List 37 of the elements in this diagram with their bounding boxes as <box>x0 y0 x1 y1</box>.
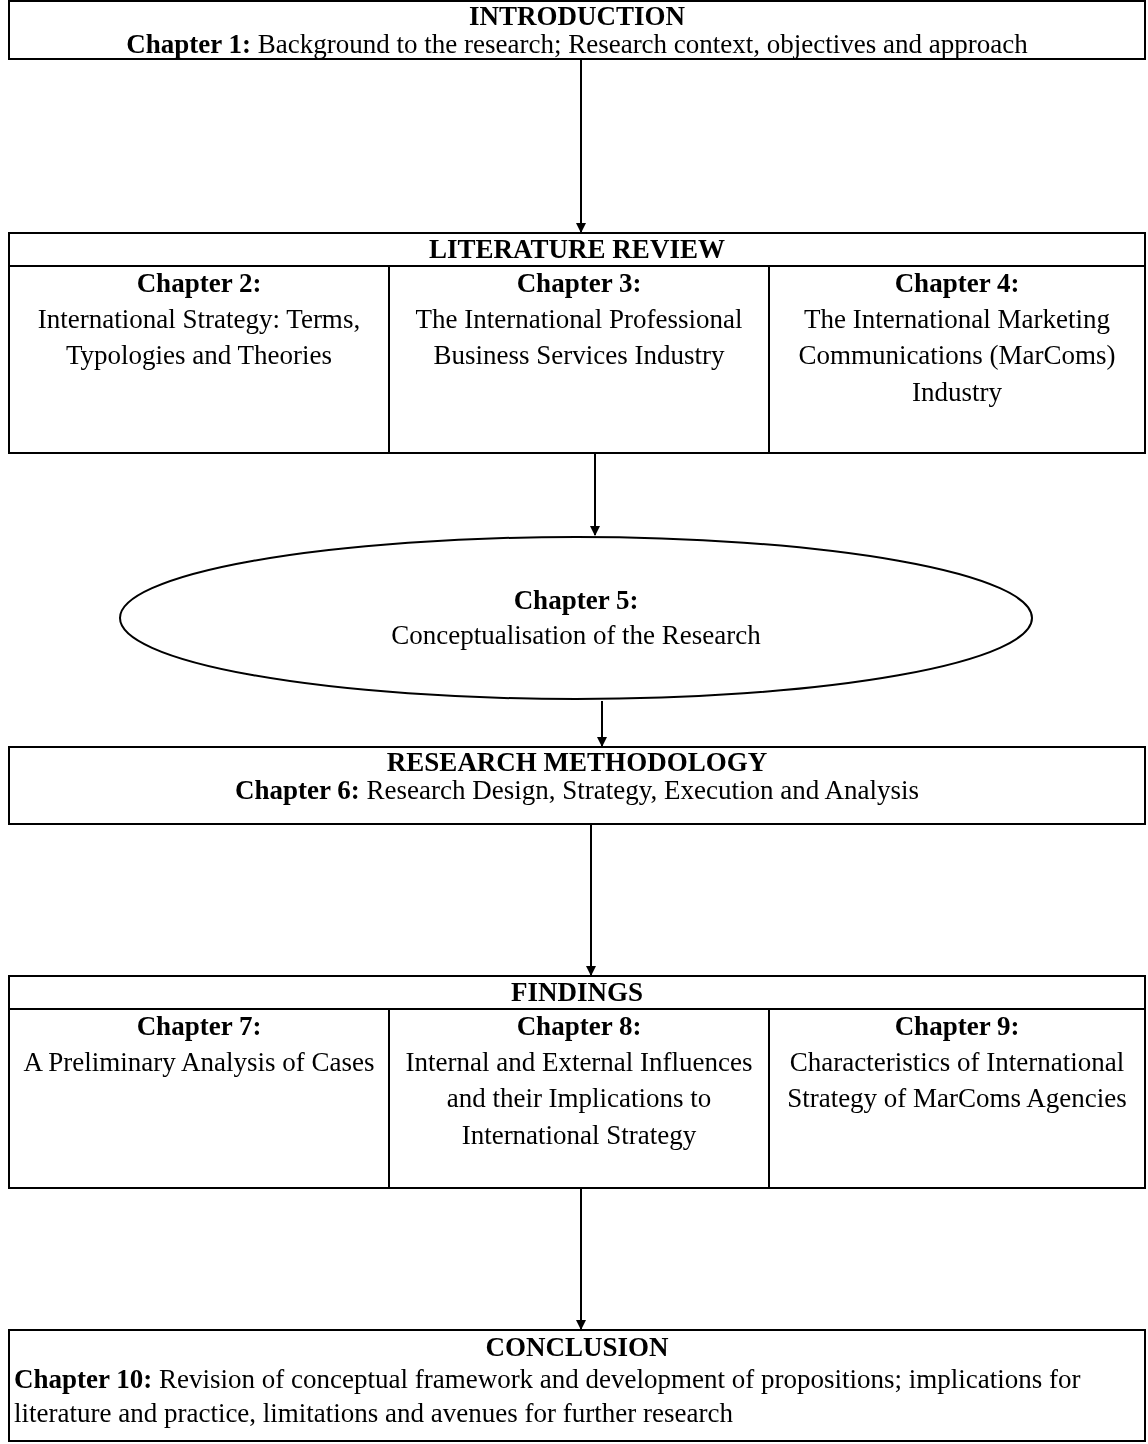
chapter-cell <box>390 1008 770 1187</box>
chapter-description: Chapter 1: Background to the research; Research context, objectives and approach <box>125 30 1029 59</box>
chapter-cell <box>10 265 390 452</box>
section-heading: CONCLUSION <box>484 1331 670 1364</box>
chapter-cell <box>390 265 770 452</box>
arrow <box>586 824 596 976</box>
section-heading: LITERATURE REVIEW <box>428 234 726 265</box>
arrow <box>576 1188 586 1330</box>
section-box <box>8 1329 1146 1442</box>
chapter-description: Characteristics of International Strategy of MarComs Agencies <box>786 1045 1128 1116</box>
section-heading: RESEARCH METHODOLOGY <box>385 748 769 777</box>
chapter-description: The International Professional Business Services Industry <box>414 302 744 373</box>
chapter-description: Conceptualisation of the Research <box>390 619 762 652</box>
section-box <box>8 975 1146 1189</box>
arrow <box>597 700 607 747</box>
chapter-heading: Chapter 4: <box>893 267 1021 300</box>
arrow <box>576 59 586 233</box>
section-heading: INTRODUCTION <box>468 2 686 31</box>
chapter-description: Chapter 6: Research Design, Strategy, Execution and Analysis <box>234 776 920 805</box>
chapter-heading: Chapter 2: <box>135 267 263 300</box>
chapter-heading: Chapter 7: <box>135 1010 263 1043</box>
chapter-heading: Chapter 5: <box>512 583 640 617</box>
chapter-heading: Chapter 8: <box>515 1010 643 1043</box>
chapter-description: The International Marketing Communications (MarComs) Industry <box>797 302 1117 409</box>
section-heading: FINDINGS <box>510 977 644 1008</box>
arrow <box>590 453 600 536</box>
section-box <box>8 746 1146 825</box>
chapter-heading: Chapter 9: <box>893 1010 1021 1043</box>
chapter-description: Chapter 10: Revision of conceptual framework and development of propositions; implications for literature and practice, limitations and avenues for further research <box>13 1363 1082 1431</box>
chapter-description: Internal and External Influences and their Implications to International Strategy <box>404 1045 754 1152</box>
chapter-description: A Preliminary Analysis of Cases <box>22 1045 376 1079</box>
chapter-ellipse <box>118 535 1034 701</box>
section-box <box>8 0 1146 60</box>
chapter-description: International Strategy: Terms, Typologies and Theories <box>36 302 362 373</box>
chapter-cell <box>10 1008 390 1187</box>
section-box <box>8 232 1146 454</box>
chapter-heading: Chapter 3: <box>515 267 643 300</box>
